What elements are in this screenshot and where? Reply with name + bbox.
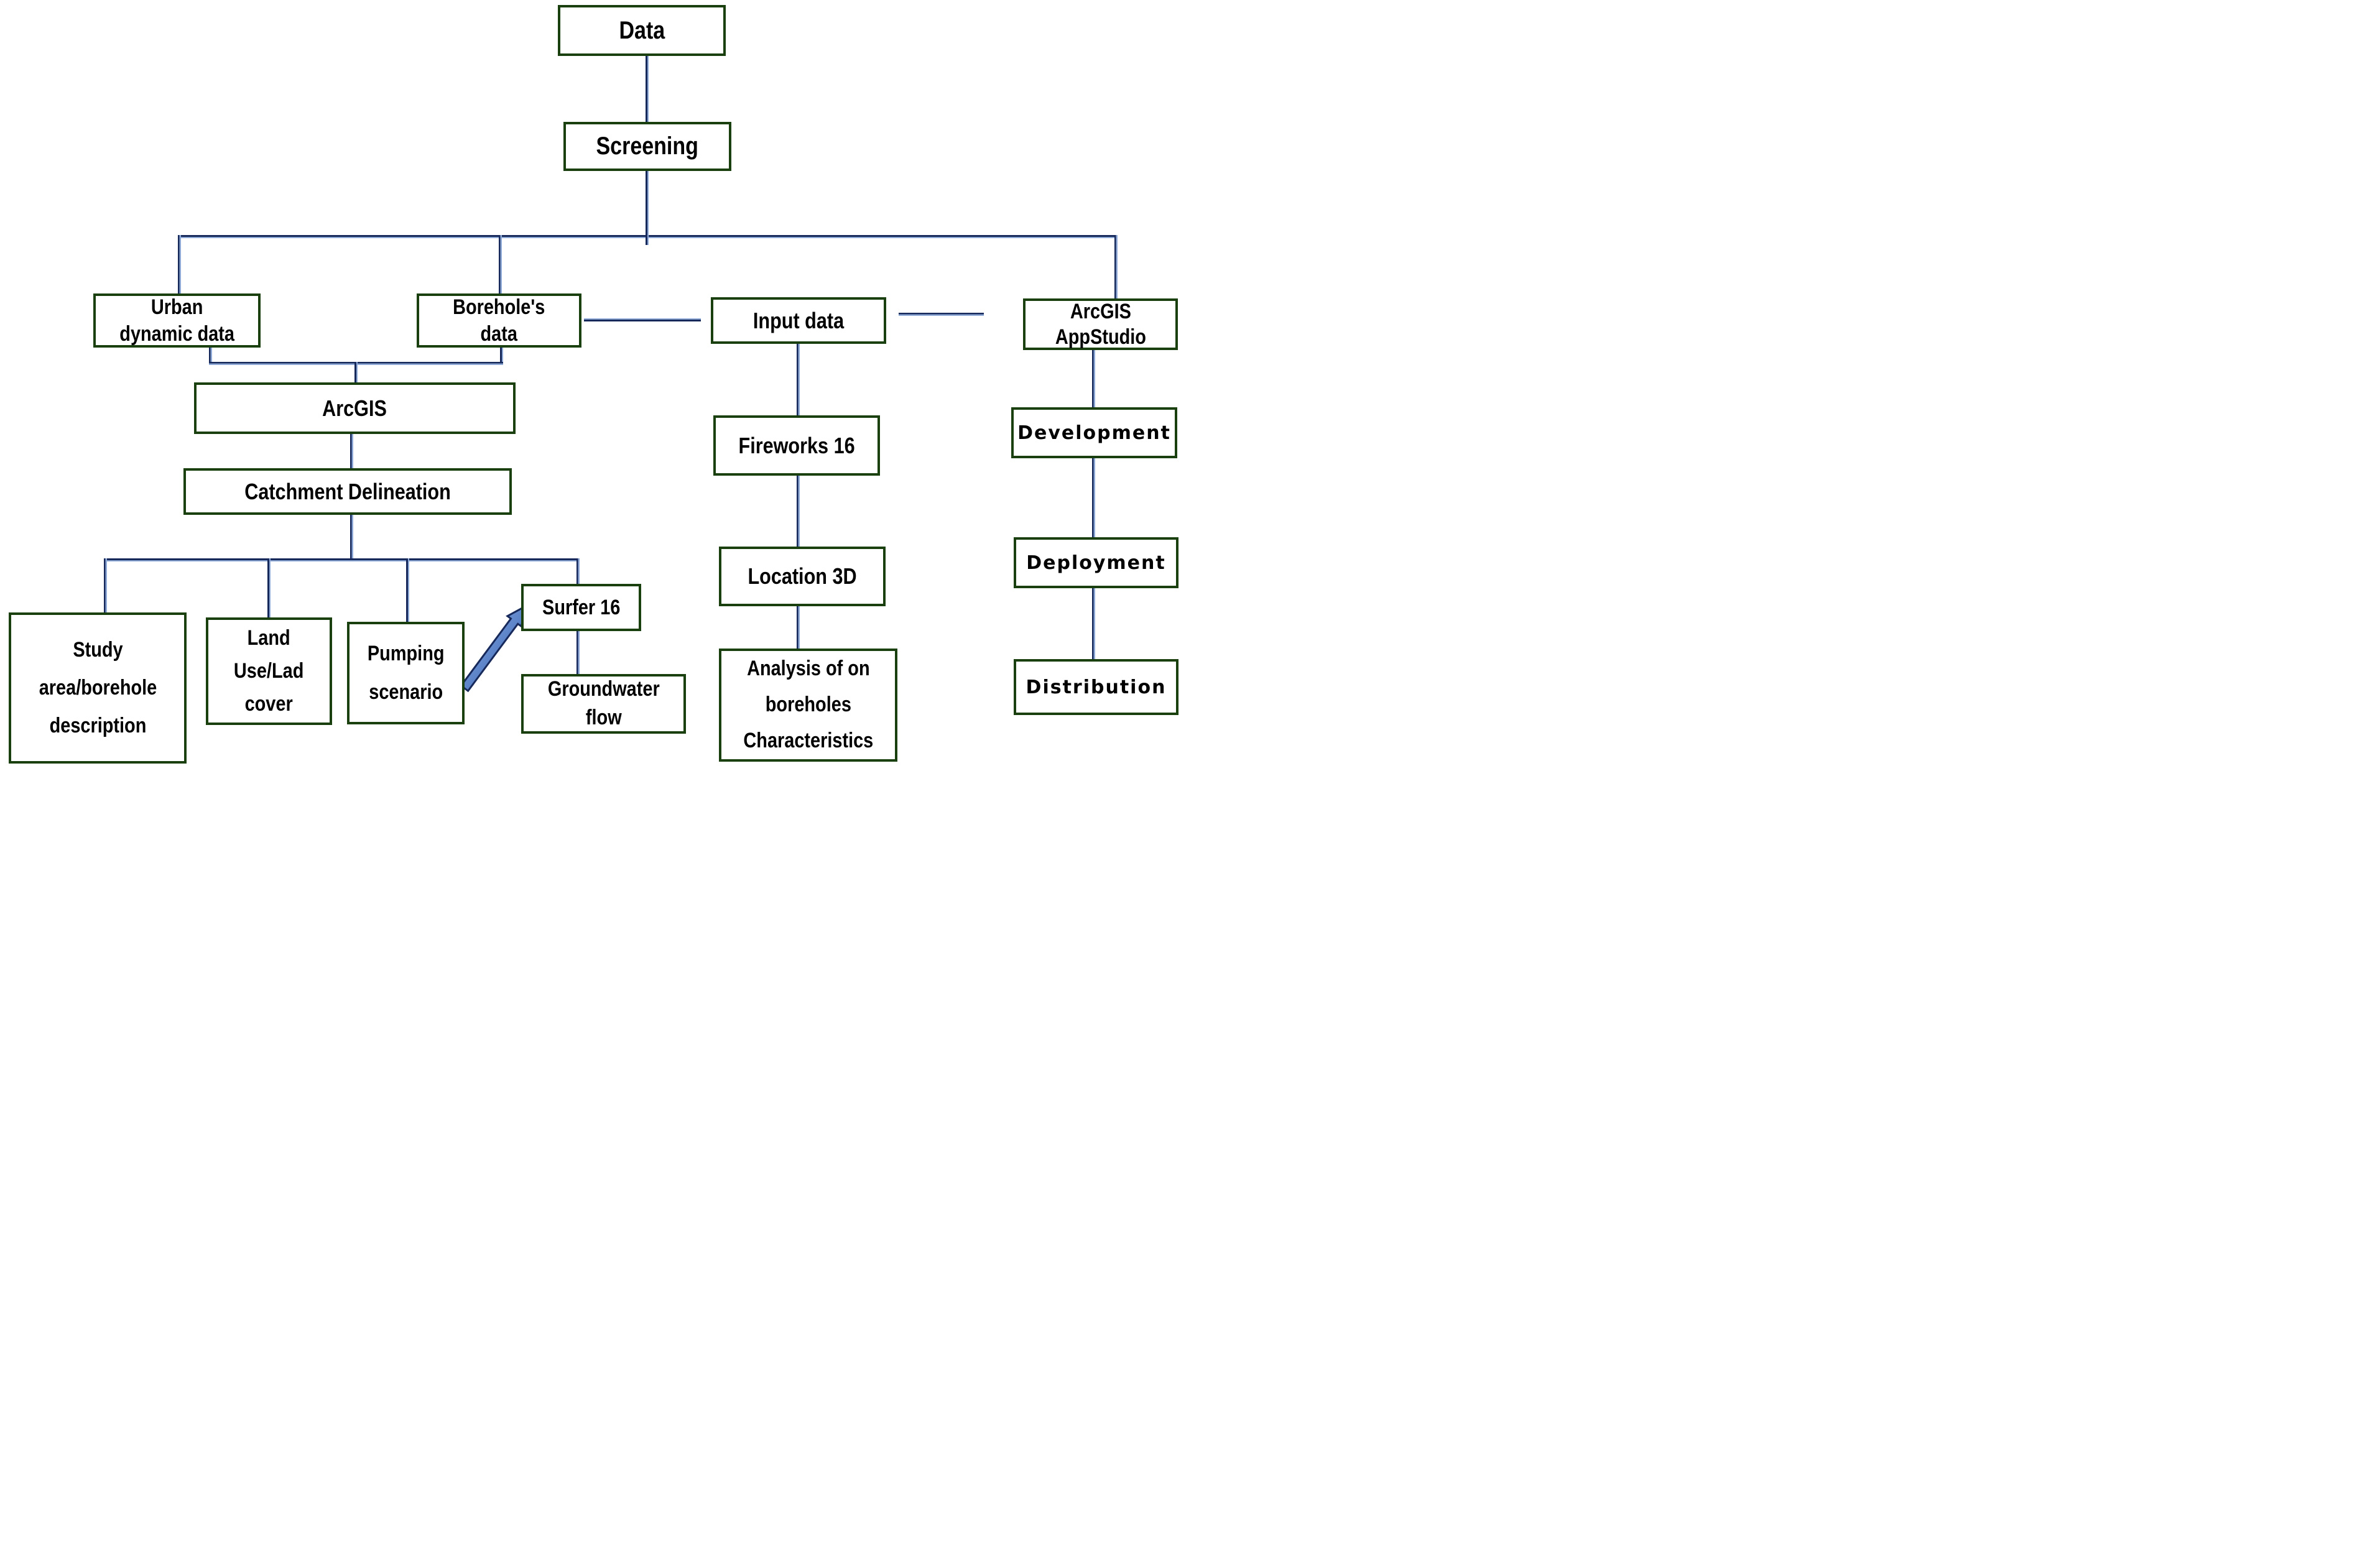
node-location3d-label: Location 3D (748, 563, 857, 589)
connector-screening-trunk (646, 171, 649, 235)
node-pumping-scenario: Pumping scenario (347, 622, 465, 724)
node-landuse-label: Land Use/Lad cover (234, 626, 304, 716)
node-land-use-lad-cover: Land Use/Lad cover (206, 617, 332, 725)
node-data: Data (558, 5, 726, 56)
node-deployment-label: Deployment (1026, 552, 1166, 574)
node-pumping-label: Pumping scenario (367, 642, 445, 704)
node-data-label: Data (619, 16, 665, 44)
node-urban-label: Urban dynamic data (119, 295, 234, 346)
node-screening-label: Screening (596, 132, 699, 160)
node-development-label: Development (1017, 422, 1171, 444)
node-catchment-label: Catchment Delineation (244, 478, 451, 504)
node-fireworks-label: Fireworks 16 (738, 432, 855, 458)
connector-drop-urban (178, 235, 181, 293)
connector-center-stub (646, 235, 649, 245)
connector-data-screening (646, 56, 649, 122)
connector-sub-branch (104, 558, 580, 561)
node-distribution: Distribution (1014, 659, 1178, 715)
connector-boreholes-elbow (500, 348, 503, 364)
node-fireworks-16: Fireworks 16 (713, 415, 880, 476)
node-analysis-label: Analysis of on boreholes Characteristics (743, 657, 873, 752)
node-screening: Screening (563, 122, 731, 171)
connector-drop-study (104, 558, 107, 612)
connector-location-analysis (797, 606, 800, 649)
node-study-label: Study area/borehole description (39, 637, 157, 738)
node-arcgis-appstudio: ArcGIS AppStudio (1023, 298, 1178, 350)
node-deployment: Deployment (1014, 537, 1178, 588)
node-boreholes-data: Borehole's data (417, 293, 581, 348)
node-location-3d: Location 3D (719, 547, 886, 606)
node-groundwater-label: Groundwater flow (547, 677, 660, 729)
node-appstudio-label: ArcGIS AppStudio (1055, 299, 1146, 349)
node-boreholes-label: Borehole's data (453, 295, 545, 346)
connector-drop-pumping (406, 558, 409, 622)
flowchart-canvas: Data Screening Urban dynamic data Boreho… (0, 0, 1190, 774)
node-analysis-boreholes-characteristics: Analysis of on boreholes Characteristics (719, 649, 897, 762)
node-catchment-delineation: Catchment Delineation (183, 468, 512, 515)
node-input-label: Input data (752, 307, 845, 333)
node-arcgis: ArcGIS (194, 382, 516, 434)
node-development: Development (1011, 407, 1177, 458)
node-study-area-borehole-description: Study area/borehole description (9, 612, 187, 764)
connector-boreholes-input (584, 318, 701, 321)
connector-drop-boreholes (499, 235, 502, 293)
connector-input-appstudio (899, 313, 984, 316)
connector-appstudio-development (1092, 350, 1095, 407)
node-urban-dynamic-data: Urban dynamic data (93, 293, 261, 348)
connector-deployment-distribution (1092, 588, 1095, 659)
connector-branch-surfer (576, 558, 580, 584)
node-distribution-label: Distribution (1026, 676, 1167, 698)
connector-catchment-branch (350, 515, 353, 558)
node-surfer-label: Surfer 16 (542, 595, 621, 619)
connector-fireworks-location (797, 476, 800, 547)
connector-arcgis-catchment (350, 434, 353, 468)
connector-drop-landuse (267, 558, 271, 617)
connector-surfer-groundwater (576, 631, 580, 674)
connector-urban-elbow (209, 348, 212, 364)
node-surfer-16: Surfer 16 (521, 584, 641, 631)
connector-input-fireworks (797, 344, 800, 415)
node-input-data: Input data (711, 297, 886, 344)
node-arcgis-label: ArcGIS (322, 395, 387, 421)
connector-drop-appstudio (1114, 235, 1118, 298)
connector-join-arcgis (354, 362, 358, 382)
connector-development-deployment (1092, 458, 1095, 537)
node-groundwater-flow: Groundwater flow (521, 674, 686, 734)
